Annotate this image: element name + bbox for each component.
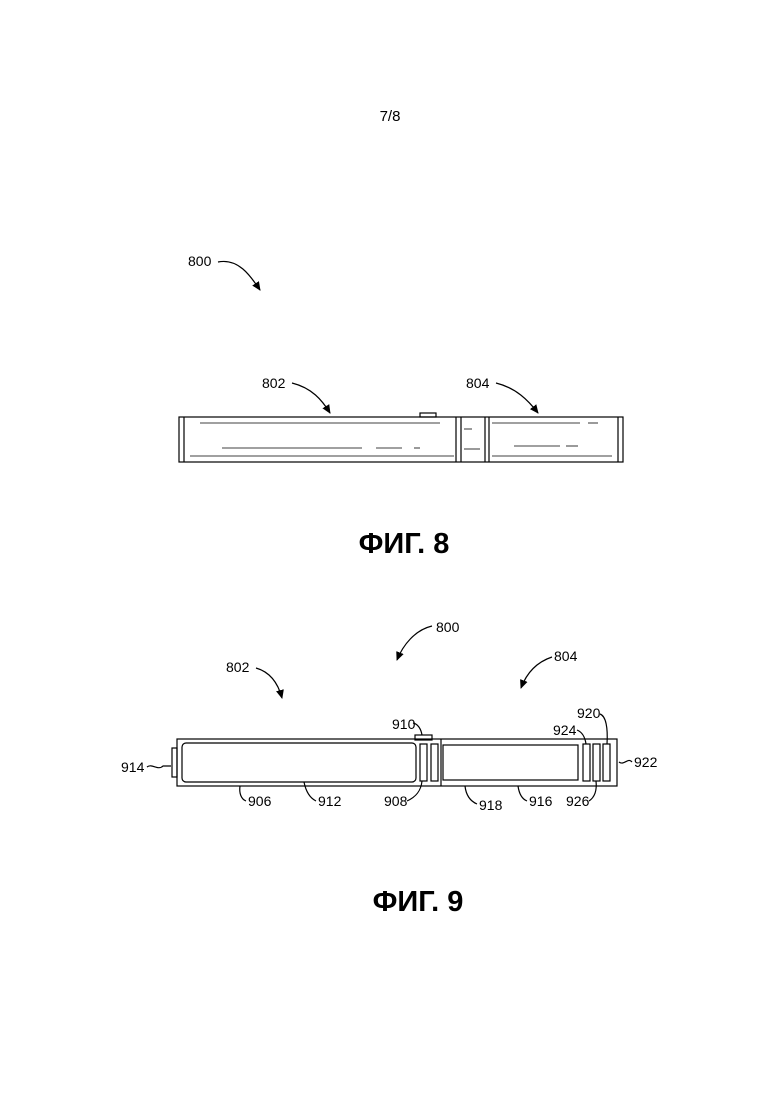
arrow-804-fig9 — [521, 657, 552, 688]
label-912: 912 — [318, 793, 342, 809]
label-906: 906 — [248, 793, 272, 809]
device-cross-section — [172, 735, 617, 786]
part-924 — [583, 744, 590, 781]
device-side-view — [179, 413, 623, 462]
figure-8: 800 802 804 — [179, 253, 623, 560]
label-908: 908 — [384, 793, 408, 809]
label-918: 918 — [479, 797, 503, 813]
label-804: 804 — [466, 375, 490, 391]
label-924: 924 — [553, 722, 577, 738]
figure-8-caption: ФИГ. 8 — [359, 528, 450, 560]
arrow-800 — [218, 261, 260, 290]
label-926: 926 — [566, 793, 590, 809]
label-910: 910 — [392, 716, 416, 732]
button-bump — [420, 413, 436, 417]
part-912-hatched — [182, 743, 416, 782]
label-802-fig9: 802 — [226, 659, 250, 675]
part-920 — [603, 744, 610, 781]
part-908b — [431, 744, 438, 781]
part-918 — [443, 745, 578, 780]
label-800-fig9: 800 — [436, 619, 460, 635]
figure-9-caption: ФИГ. 9 — [373, 886, 464, 918]
label-800: 800 — [188, 253, 212, 269]
label-916: 916 — [529, 793, 553, 809]
label-804-fig9: 804 — [554, 648, 578, 664]
arrow-802-fig9 — [256, 668, 282, 698]
label-920: 920 — [577, 705, 601, 721]
arrow-802 — [292, 383, 330, 413]
arrow-800-fig9 — [397, 626, 432, 660]
figure-9: 800 802 804 914 910 924 920 922 — [121, 619, 658, 918]
part-926 — [593, 744, 600, 781]
part-908 — [420, 744, 427, 781]
label-914: 914 — [121, 759, 145, 775]
arrow-804 — [496, 383, 538, 413]
part-914 — [172, 748, 177, 777]
label-922: 922 — [634, 754, 658, 770]
label-802: 802 — [262, 375, 286, 391]
page-number: 7/8 — [380, 108, 401, 125]
